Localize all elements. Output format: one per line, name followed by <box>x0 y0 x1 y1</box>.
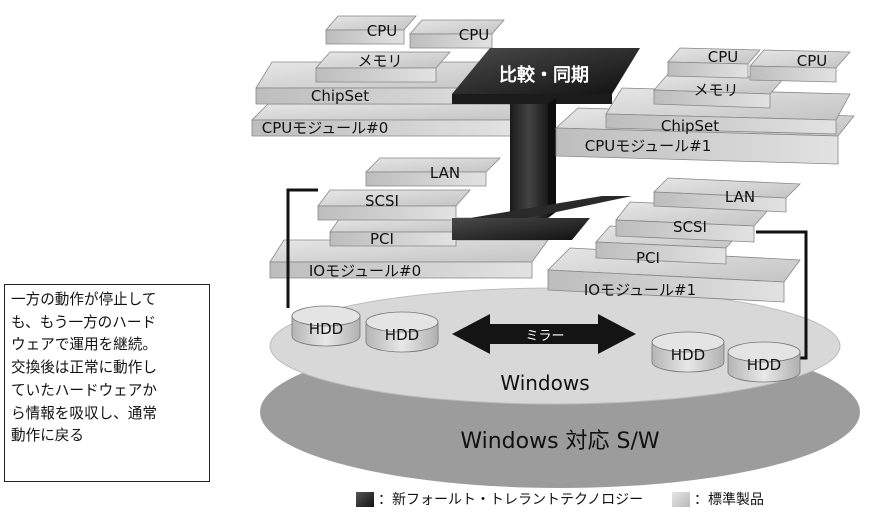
hdd-left-1: HDD <box>291 305 361 347</box>
cpu-module-1-cpu-2: CPU <box>797 52 828 70</box>
cpu-module-1-memory: メモリ <box>693 81 738 99</box>
legend-standard-label: ：標準製品 <box>694 492 764 508</box>
io-module-1-scsi: SCSI <box>673 218 707 236</box>
hdd-left-2-label: HDD <box>385 326 419 344</box>
legend-new-ft-label: ：新フォールト・トレラントテクノロジー <box>378 492 644 508</box>
io-module-0-scsi: SCSI <box>365 192 399 210</box>
note-line: 一方の動作が停止して <box>11 291 157 308</box>
windows-label: Windows <box>500 371 589 395</box>
cpu-module-0-label: CPUモジュール#0 <box>262 119 389 137</box>
legend-standard-swatch <box>672 491 690 507</box>
io-module-1-pci: PCI <box>636 249 660 267</box>
cpu-module-0-memory: メモリ <box>357 52 402 70</box>
cpu-module-0-cpu-1: CPU <box>367 22 398 40</box>
bridge-label: 比較・同期 <box>499 64 589 86</box>
io-module-0-lan: LAN <box>430 164 460 182</box>
cpu-module-0-chipset: ChipSet <box>311 87 369 105</box>
cpu-module-1: CPUモジュール#1 ChipSet メモリ CPU CPU <box>554 47 855 165</box>
legend-new-ft: ：新フォールト・トレラントテクノロジー <box>356 486 643 512</box>
io-module-0-pci: PCI <box>370 230 394 248</box>
windows-sw-label: Windows 対応 S/W <box>460 429 660 454</box>
io-module-1: IOモジュール#1 PCI SCSI LAN <box>547 177 801 303</box>
io-module-1-label: IOモジュール#1 <box>584 281 696 299</box>
note-line: ていたハードウェアか <box>11 381 157 399</box>
cpu-module-0: CPUモジュール#0 ChipSet メモリ CPU CPU <box>251 15 535 137</box>
cpu-module-1-chipset: ChipSet <box>661 117 719 135</box>
legend-new-ft-swatch <box>356 491 374 507</box>
hdd-left-1-label: HDD <box>309 320 343 338</box>
io-module-1-lan: LAN <box>725 188 755 206</box>
note-line: ウェアで運用を継続。 <box>11 336 157 354</box>
note-line: ら情報を吸収し、通常 <box>11 404 157 422</box>
hdd-right-1-label: HDD <box>671 346 705 364</box>
cpu-module-0-cpu-2: CPU <box>459 26 490 44</box>
legend-standard: ：標準製品 <box>672 486 764 512</box>
hdd-left-2: HDD <box>365 311 439 353</box>
hdd-right-2-label: HDD <box>747 356 781 374</box>
hdd-right-2: HDD <box>727 341 801 383</box>
cpu-module-1-cpu-1: CPU <box>708 48 739 66</box>
io-module-0-label: IOモジュール#0 <box>309 262 421 280</box>
mirror-label: ミラー <box>525 329 564 344</box>
note-line: も、もう一方のハード <box>11 313 157 331</box>
mirror-arrow: ミラー <box>452 314 636 354</box>
compare-sync-bridge: 比較・同期 <box>452 48 640 240</box>
cpu-module-1-label: CPUモジュール#1 <box>585 137 712 155</box>
note-line: 動作に戻る <box>11 427 84 445</box>
explanation-note: 一方の動作が停止して も、もう一方のハード ウェアで運用を継続。 交換後は正常に… <box>4 284 210 482</box>
hdd-right-1: HDD <box>651 331 725 373</box>
scsi-cable-left <box>286 188 318 308</box>
note-line: 交換後は正常に動作し <box>11 359 157 377</box>
